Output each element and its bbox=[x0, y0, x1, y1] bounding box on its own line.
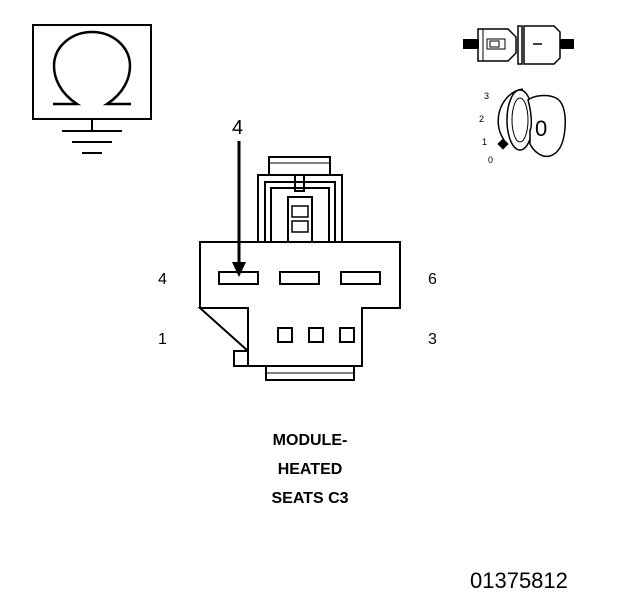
cavity-2 bbox=[308, 327, 324, 343]
document-number: 01375812 bbox=[470, 568, 568, 593]
position-label-0: 0 bbox=[488, 155, 494, 165]
callout-pin-label: 4 bbox=[232, 117, 244, 139]
position-label-3: 3 bbox=[484, 91, 490, 101]
pin-label-top-right: 6 bbox=[428, 271, 437, 288]
ground-ohm-icon bbox=[32, 24, 152, 154]
position-label-2: 2 bbox=[479, 114, 485, 124]
cavity-1 bbox=[277, 327, 293, 343]
cavity-6 bbox=[340, 271, 381, 285]
connector-title-line-1: MODULE- bbox=[272, 432, 348, 449]
key-symbol: 0 bbox=[535, 116, 548, 141]
position-label-1: 1 bbox=[482, 137, 488, 147]
pin-label-bottom-right: 3 bbox=[428, 331, 437, 348]
ignition-key-icon bbox=[497, 88, 566, 158]
cavity-3 bbox=[339, 327, 355, 343]
connector-title-line-3: SEATS C3 bbox=[271, 490, 349, 507]
connector-plug-icon bbox=[463, 25, 574, 65]
pin-label-top-left: 4 bbox=[158, 271, 167, 288]
cavity-5 bbox=[279, 271, 320, 285]
connector-title-line-2: HEATED bbox=[277, 461, 343, 478]
connector-body bbox=[197, 241, 401, 367]
pin-label-bottom-left: 1 bbox=[158, 331, 167, 348]
connector-latch bbox=[268, 156, 331, 176]
